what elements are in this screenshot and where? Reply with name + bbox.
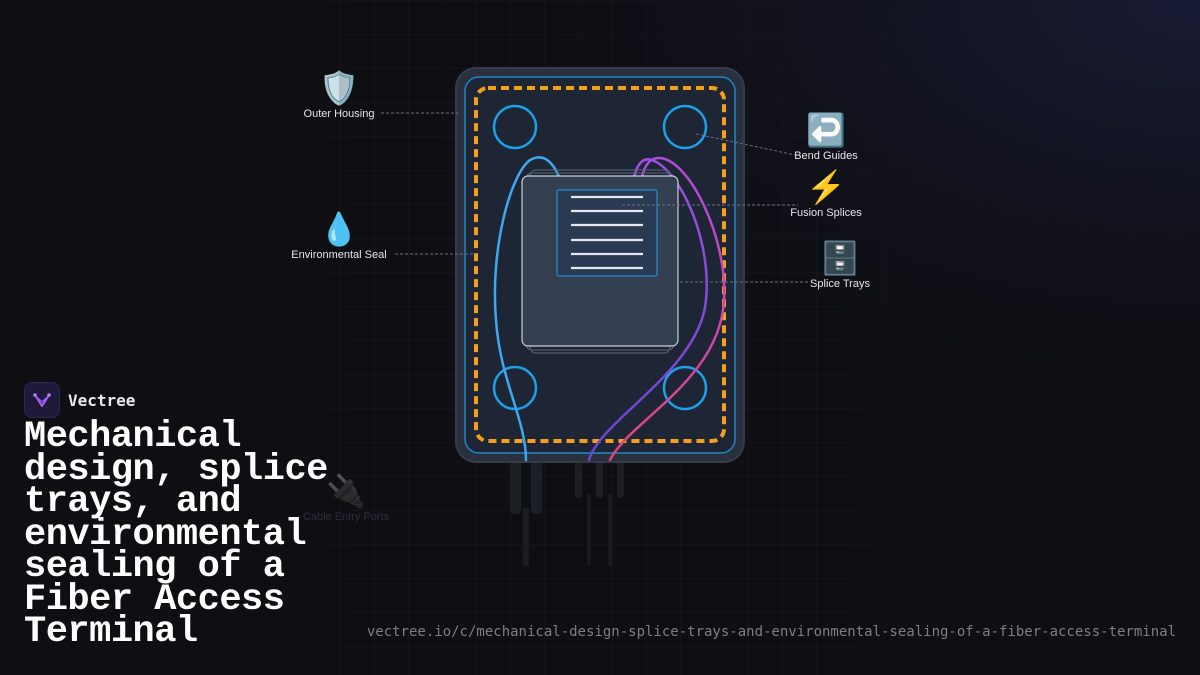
leader-lines — [381, 112, 808, 283]
brand-name: Vectree — [68, 390, 136, 410]
environmental-seal-label: Environmental Seal — [291, 249, 387, 261]
splice-trays-callout: 🗄️ Splice Trays — [810, 240, 870, 290]
splice-trays-label: Splice Trays — [810, 278, 870, 290]
cable-entry-ports-callout: 🔌 Cable Entry Ports — [303, 473, 389, 523]
page-url[interactable]: vectree.io/c/mechanical-design-splice-tr… — [366, 624, 1176, 640]
lightning-icon: ⚡ — [806, 169, 846, 205]
cable-entry-ports — [510, 454, 624, 566]
outer-housing-label: Outer Housing — [303, 108, 375, 120]
outer-housing-callout: 🛡️ Outer Housing — [304, 70, 375, 120]
vectree-logo-icon — [24, 382, 60, 418]
shield-icon: 🛡️ — [319, 70, 359, 106]
file-cabinet-icon: 🗄️ — [820, 240, 860, 276]
plug-icon: 🔌 — [326, 473, 366, 509]
bend-guides-callout: ↩️ Bend Guides — [794, 112, 858, 162]
water-drop-icon: 💧 — [319, 211, 359, 247]
splice-tray-stack — [521, 169, 679, 354]
fusion-splices-callout: ⚡ Fusion Splices — [790, 169, 862, 219]
environmental-seal-callout: 💧 Environmental Seal — [291, 211, 386, 261]
fiber-routes — [493, 156, 726, 462]
cable-entry-ports-label: Cable Entry Ports — [302, 511, 390, 523]
bend-guides-label: Bend Guides — [794, 150, 858, 162]
page-title: Mechanical design, splice trays, and env… — [24, 416, 328, 653]
return-arrow-icon: ↩️ — [806, 112, 846, 148]
fusion-splices-label: Fusion Splices — [790, 207, 862, 219]
brand: Vectree — [24, 382, 135, 418]
